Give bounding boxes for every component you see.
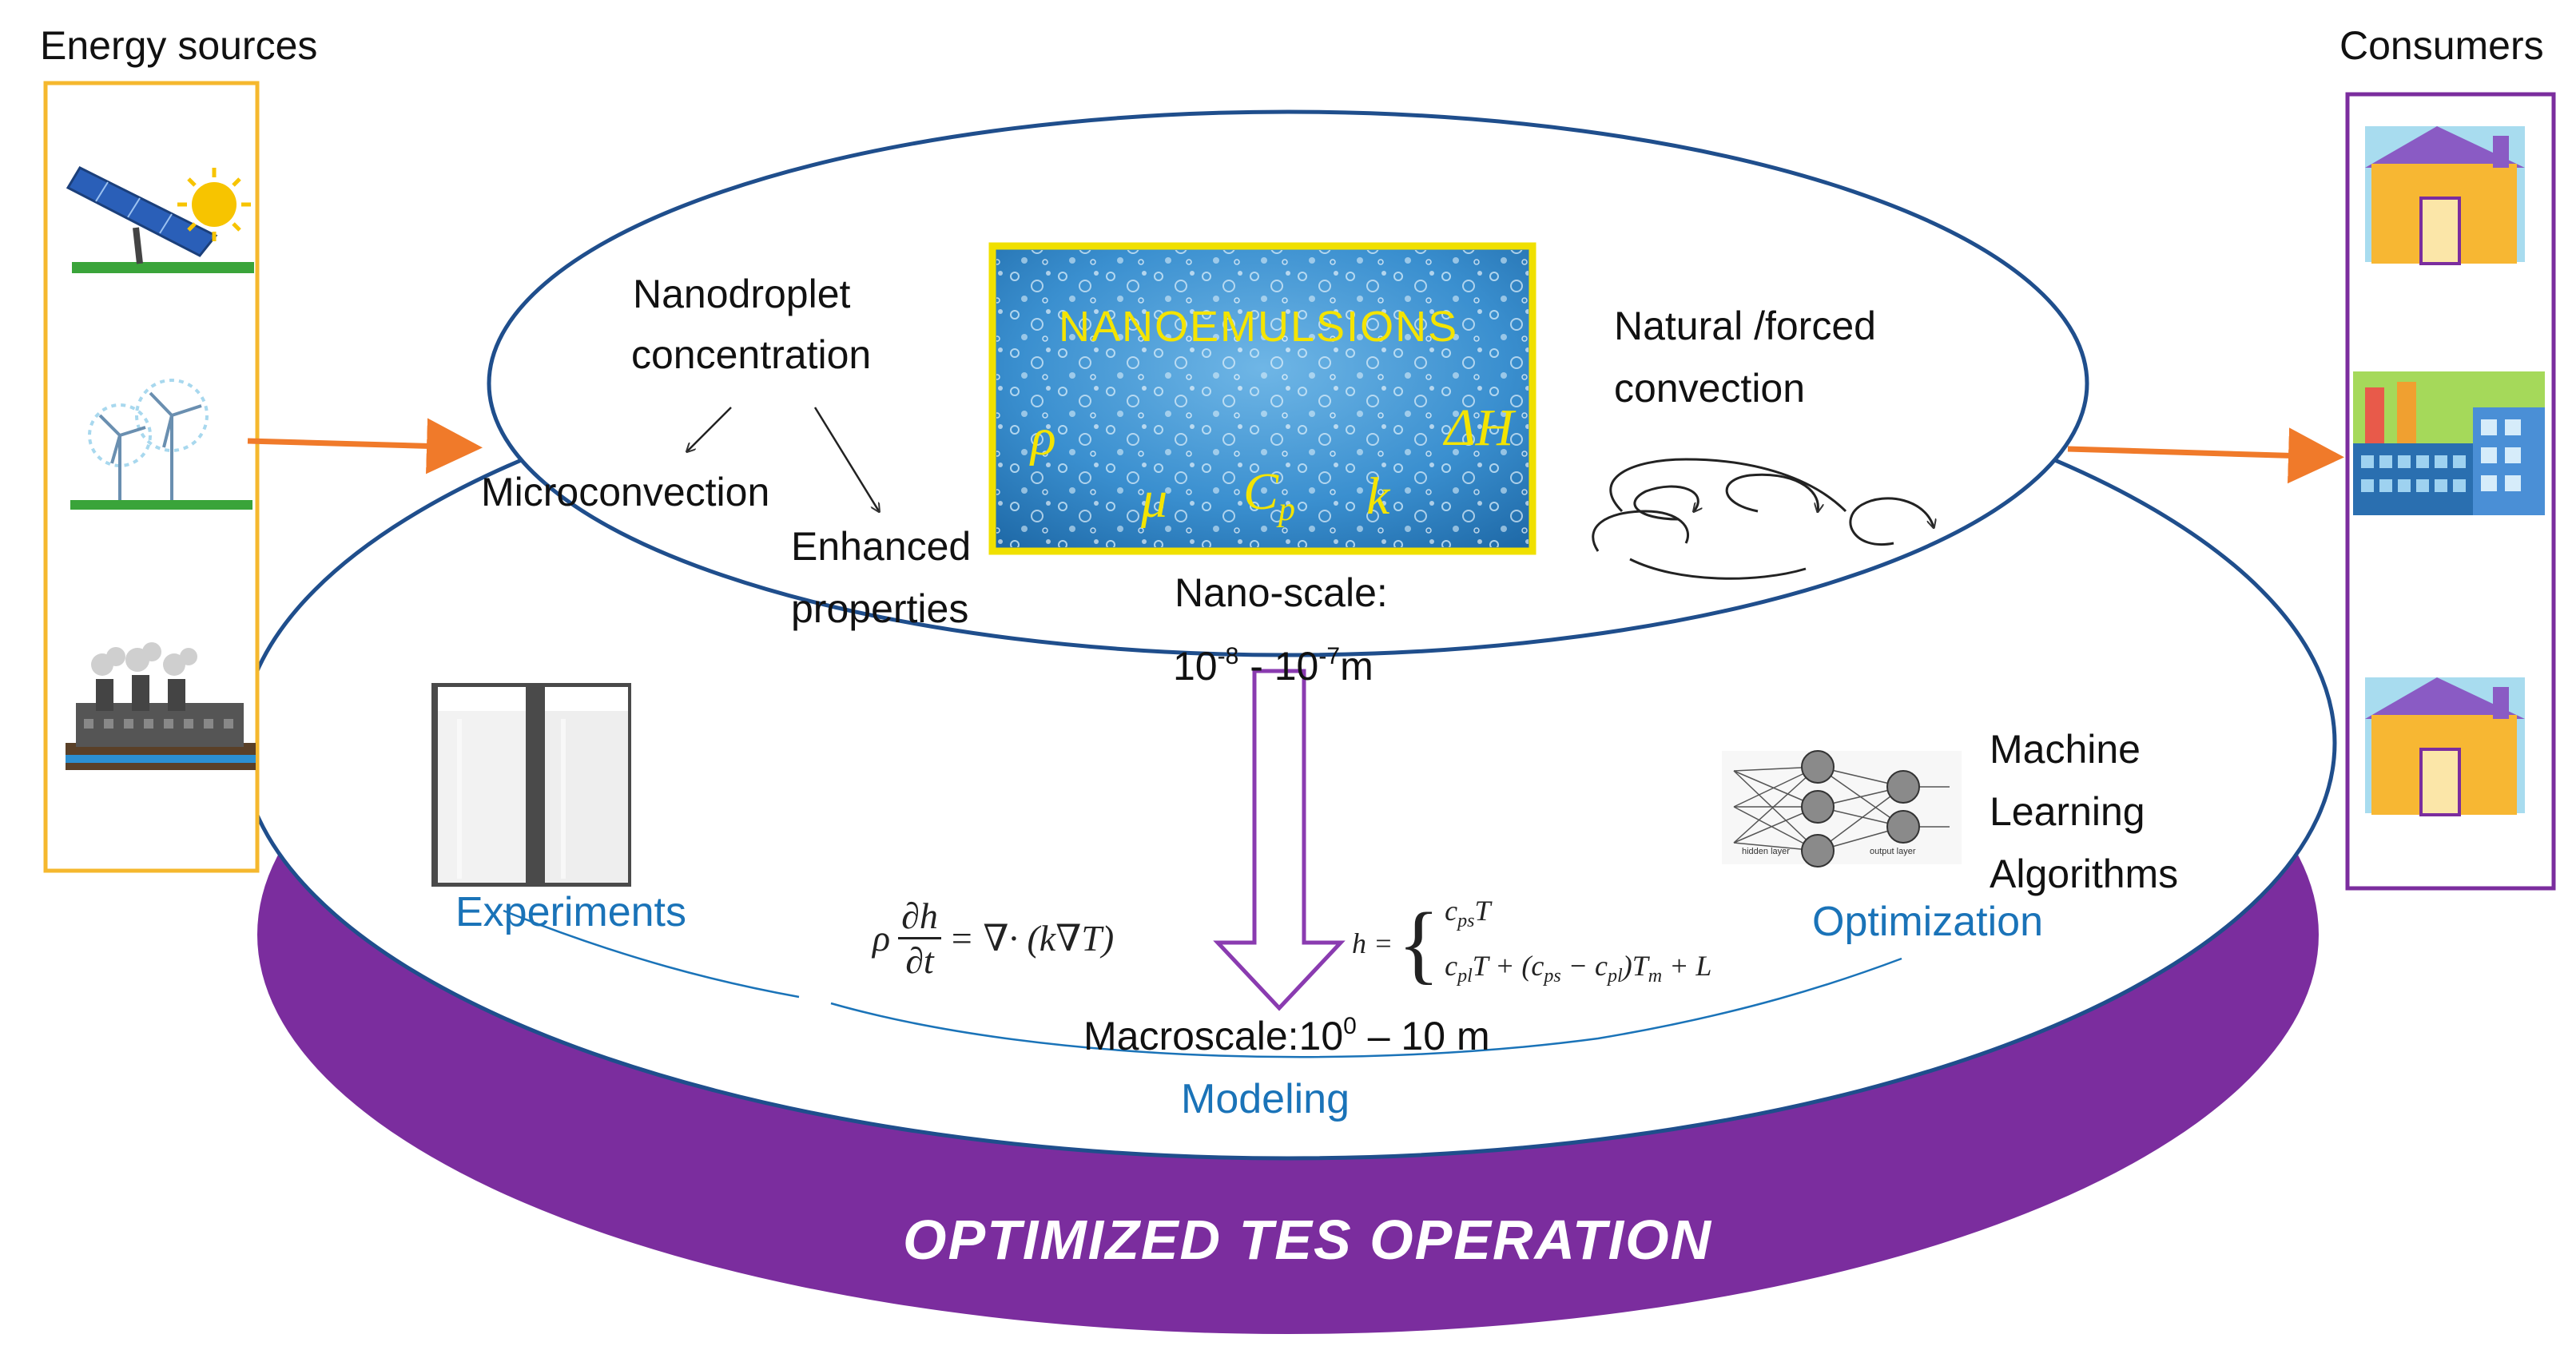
wind-turbine-icon — [70, 379, 252, 510]
delta-h-symbol: ΔH — [1445, 399, 1514, 457]
emulsion-vials-image — [431, 683, 631, 887]
optimization-label: Optimization — [1812, 899, 2043, 945]
ml-learning-label: Learning — [1990, 789, 2145, 834]
modeling-connector-lines — [503, 909, 1902, 1058]
nanoemulsions-title: NANOEMULSIONS — [1059, 303, 1459, 351]
input-arrow — [247, 418, 483, 474]
eq-h: h = — [1352, 927, 1393, 960]
nanodroplet-label: Nanodroplet — [633, 272, 851, 316]
factory-icon — [2353, 371, 2545, 515]
house-icon — [2365, 677, 2525, 816]
experiments-label: Experiments — [455, 889, 686, 935]
k-symbol: k — [1366, 467, 1390, 526]
scale-down-arrow — [1213, 669, 1346, 1011]
nano-scale-title: Nano-scale: — [1175, 570, 1388, 615]
eq-cases: cpsT cplT + (cps − cpl)Tm + L — [1445, 888, 1711, 999]
convection-label: convection — [1614, 366, 1806, 411]
convection-swirls-icon — [1592, 458, 1934, 580]
eq-rhs: = ∇· (k∇T) — [948, 918, 1115, 959]
eq-brace: { — [1397, 895, 1441, 993]
eq-numerator: ∂h — [898, 895, 941, 939]
mu-symbol: μ — [1141, 471, 1168, 529]
neural-network-image — [1722, 750, 1962, 868]
house-icon — [2365, 126, 2525, 265]
rho-symbol: ρ — [1031, 408, 1056, 467]
microconvection-label: Microconvection — [481, 470, 770, 514]
cp-symbol: Cp — [1243, 463, 1296, 529]
natural-forced-label: Natural /forced — [1614, 304, 1876, 348]
energy-equation: ρ ∂h ∂t = ∇· (k∇T) — [873, 882, 1114, 994]
power-plant-icon — [66, 642, 256, 770]
eq-case-solid: cpsT — [1445, 895, 1491, 932]
output-arrow — [2067, 427, 2344, 484]
concentration-arrows — [687, 407, 879, 511]
energy-sources-title: Energy sources — [40, 23, 318, 68]
properties-label: properties — [791, 586, 969, 631]
concentration-label: concentration — [631, 332, 872, 377]
consumers-title: Consumers — [2339, 23, 2544, 68]
eq-case-liquid: cplT + (cps − cpl)Tm + L — [1445, 950, 1712, 987]
solar-panel-icon — [66, 166, 254, 273]
enthalpy-equation: h = { cpsT cplT + (cps − cpl)Tm + L — [1352, 888, 1711, 999]
enhanced-label: Enhanced — [791, 524, 972, 569]
nano-scale-range: 10-8 - 10-7m — [1173, 643, 1373, 689]
ml-algorithms-label: Algorithms — [1990, 852, 2179, 896]
footer-title: OPTIMIZED TES OPERATION — [903, 1209, 1713, 1271]
macroscale-label: Macroscale:100 – 10 m — [1083, 1013, 1490, 1058]
modeling-label: Modeling — [1181, 1076, 1350, 1122]
nn-output-layer-label: output layer — [1870, 847, 1916, 856]
eq-rho: ρ — [873, 917, 891, 959]
eq-fraction: ∂h ∂t — [898, 895, 941, 982]
ml-machine-label: Machine — [1990, 727, 2141, 772]
nanoemulsions-image — [988, 242, 1536, 555]
eq-denominator: ∂t — [905, 939, 934, 981]
nn-hidden-layer-label: hidden layer — [1742, 847, 1790, 856]
